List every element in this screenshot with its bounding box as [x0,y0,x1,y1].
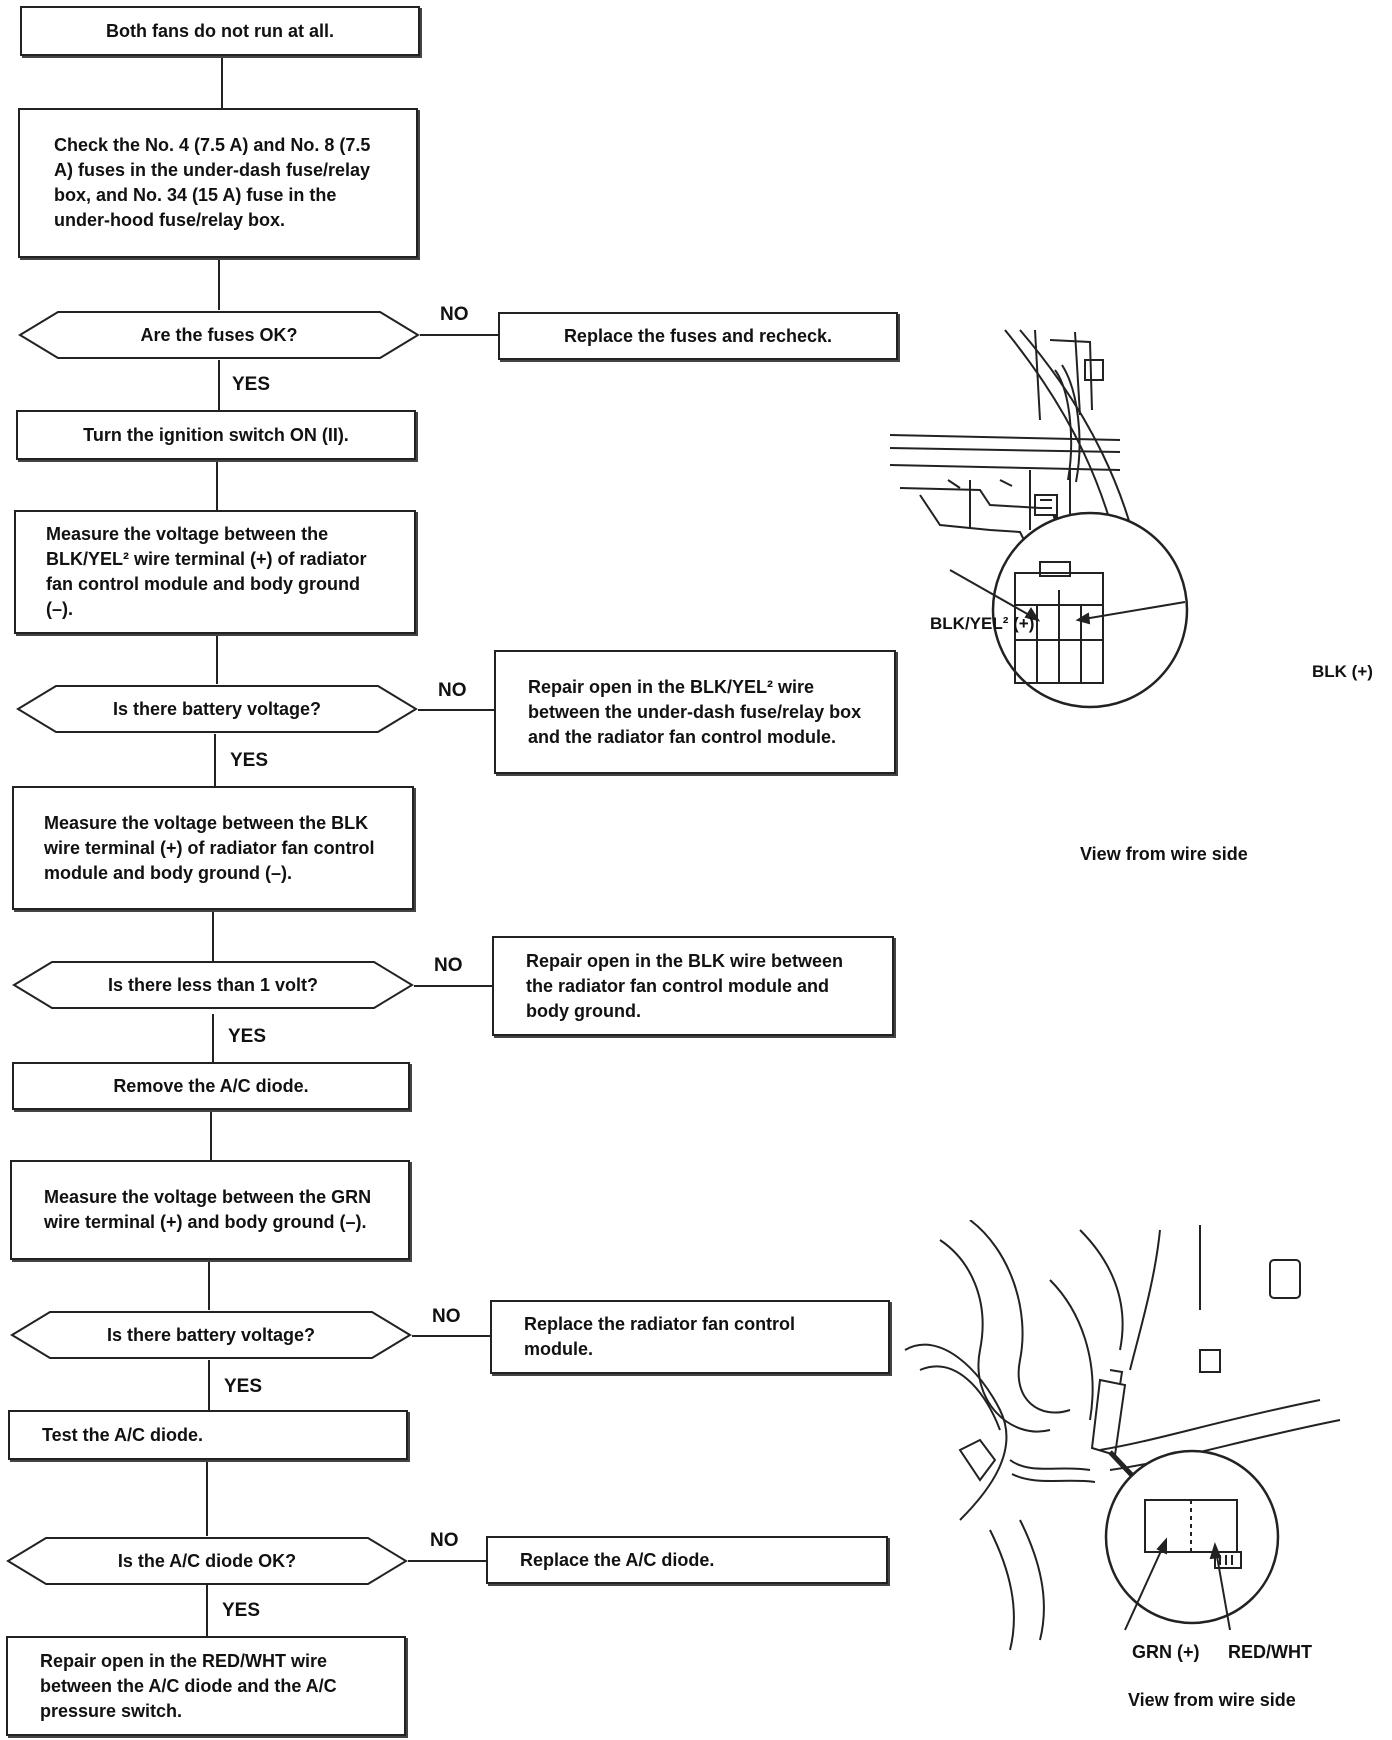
yes-label: YES [222,1600,261,1621]
flow-connector [408,1560,486,1562]
measure-blk-box: Measure the voltage between the BLK wire… [12,786,414,910]
decision-battery-voltage-1: Is there battery voltage? [16,684,418,734]
flow-connector [216,634,218,684]
flow-connector [206,1460,208,1536]
replace-fuses-box: Replace the fuses and recheck. [498,312,898,360]
remove-diode-box: Remove the A/C diode. [12,1062,410,1110]
replace-module-box: Replace the radiator fan control module. [490,1300,890,1374]
ac-diode-illustration [904,1220,1341,1651]
flow-connector [412,1335,490,1337]
flow-connector [218,360,220,410]
flow-connector [208,1360,210,1410]
start-box: Both fans do not run at all. [20,6,420,56]
flow-connector [208,1260,210,1310]
yes-label: YES [228,1026,267,1047]
flow-connector [212,910,214,964]
yes-label: YES [232,374,271,395]
no-label: NO [434,955,463,976]
final-repair-box: Repair open in the RED/WHT wire between … [6,1636,406,1736]
terminal-label-grn: GRN (+) [1132,1642,1200,1662]
check-fuses-box: Check the No. 4 (7.5 A) and No. 8 (7.5 A… [18,108,418,258]
repair-blkyel-box: Repair open in the BLK/YEL² wire between… [494,650,896,774]
view-caption-bottom: View from wire side [1128,1690,1296,1710]
yes-label: YES [230,750,269,771]
measure-grn-box: Measure the voltage between the GRN wire… [10,1160,410,1260]
decision-diode-ok: Is the A/C diode OK? [6,1536,408,1586]
flow-connector [420,334,498,336]
flow-connector [206,1584,208,1636]
ignition-box: Turn the ignition switch ON (II). [16,410,416,460]
no-label: NO [440,304,469,325]
terminal-label-blkyel: BLK/YEL² (+) [930,614,1035,633]
test-diode-box: Test the A/C diode. [8,1410,408,1460]
flow-connector [414,985,492,987]
terminal-label-redwht: RED/WHT [1228,1642,1312,1662]
flow-connector [216,460,218,510]
no-label: NO [430,1530,459,1551]
repair-blk-box: Repair open in the BLK wire between the … [492,936,894,1036]
terminal-label-blk: BLK (+) [1312,662,1373,681]
flow-connector [212,1014,214,1062]
flow-connector [214,734,216,786]
decision-battery-voltage-2: Is there battery voltage? [10,1310,412,1360]
no-label: NO [432,1306,461,1327]
yes-label: YES [224,1376,263,1397]
decision-fuses-ok: Are the fuses OK? [18,310,420,360]
fan-module-illustration [889,329,1189,709]
measure-blkyel-box: Measure the voltage between the BLK/YEL²… [14,510,416,634]
flow-connector [218,258,220,310]
flow-connector [418,709,494,711]
view-caption-top: View from wire side [1080,844,1248,864]
flow-connector [221,56,223,108]
flow-connector [210,1110,212,1160]
decision-less-than-1-volt: Is there less than 1 volt? [12,960,414,1010]
replace-diode-box: Replace the A/C diode. [486,1536,888,1584]
no-label: NO [438,680,467,701]
